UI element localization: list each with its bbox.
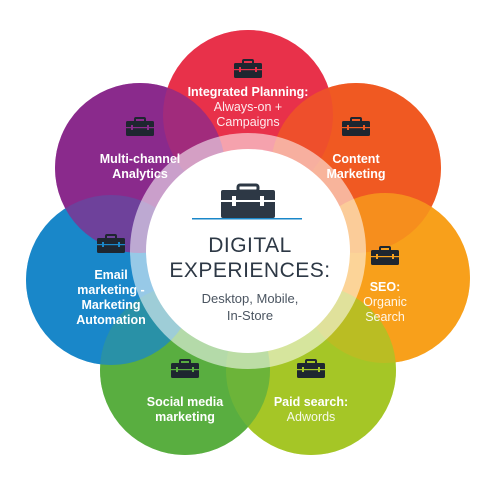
petal-label-line: Marketing	[326, 167, 386, 181]
center-disc	[146, 149, 350, 353]
petal-label-line: Content	[332, 152, 380, 166]
briefcase-icon	[234, 59, 262, 78]
petal-label-line: marketing	[155, 410, 215, 424]
center-subtitle-line-1: Desktop, Mobile,	[201, 291, 299, 306]
petal-label-line: Marketing	[81, 298, 141, 312]
petal-label-line: Paid search:	[273, 395, 349, 409]
briefcase-icon	[126, 117, 154, 136]
briefcase-icon	[97, 234, 125, 253]
center-title-line-1: DIGITAL	[208, 234, 292, 257]
briefcase-icon	[171, 359, 199, 378]
petal-label-paid-search: Paid search:Adwords	[231, 395, 391, 425]
petal-label-line: Always-on +	[213, 100, 283, 114]
center-divider	[192, 218, 302, 220]
center-title-line-2: EXPERIENCES:	[169, 259, 331, 282]
center-subtitle-line-2: In-Store	[226, 308, 274, 323]
briefcase-icon	[342, 117, 370, 136]
petal-label-line: Search	[365, 310, 405, 324]
petal-label-line: Integrated Planning:	[187, 85, 309, 99]
petal-label-line: SEO:	[369, 280, 401, 294]
petal-label-line: Automation	[76, 313, 146, 327]
petal-label-line: Social media	[146, 395, 224, 409]
petal-label-line: Organic	[363, 295, 407, 309]
petal-label-line: Multi-channel	[99, 152, 181, 166]
petal-label-line: Analytics	[112, 167, 168, 181]
petal-icons	[97, 59, 399, 378]
petal-label-line: Email	[94, 268, 128, 282]
petal-label-line: marketing -	[77, 283, 145, 297]
petal-label-line: Campaigns	[216, 115, 280, 129]
petal-label-integrated-planning: Integrated Planning:Always-on +Campaigns	[168, 85, 328, 130]
center-hub	[130, 133, 366, 369]
briefcase-icon	[297, 359, 325, 378]
petal-label-line: Adwords	[286, 410, 336, 424]
briefcase-icon	[371, 246, 399, 265]
center-briefcase-icon	[221, 183, 275, 218]
